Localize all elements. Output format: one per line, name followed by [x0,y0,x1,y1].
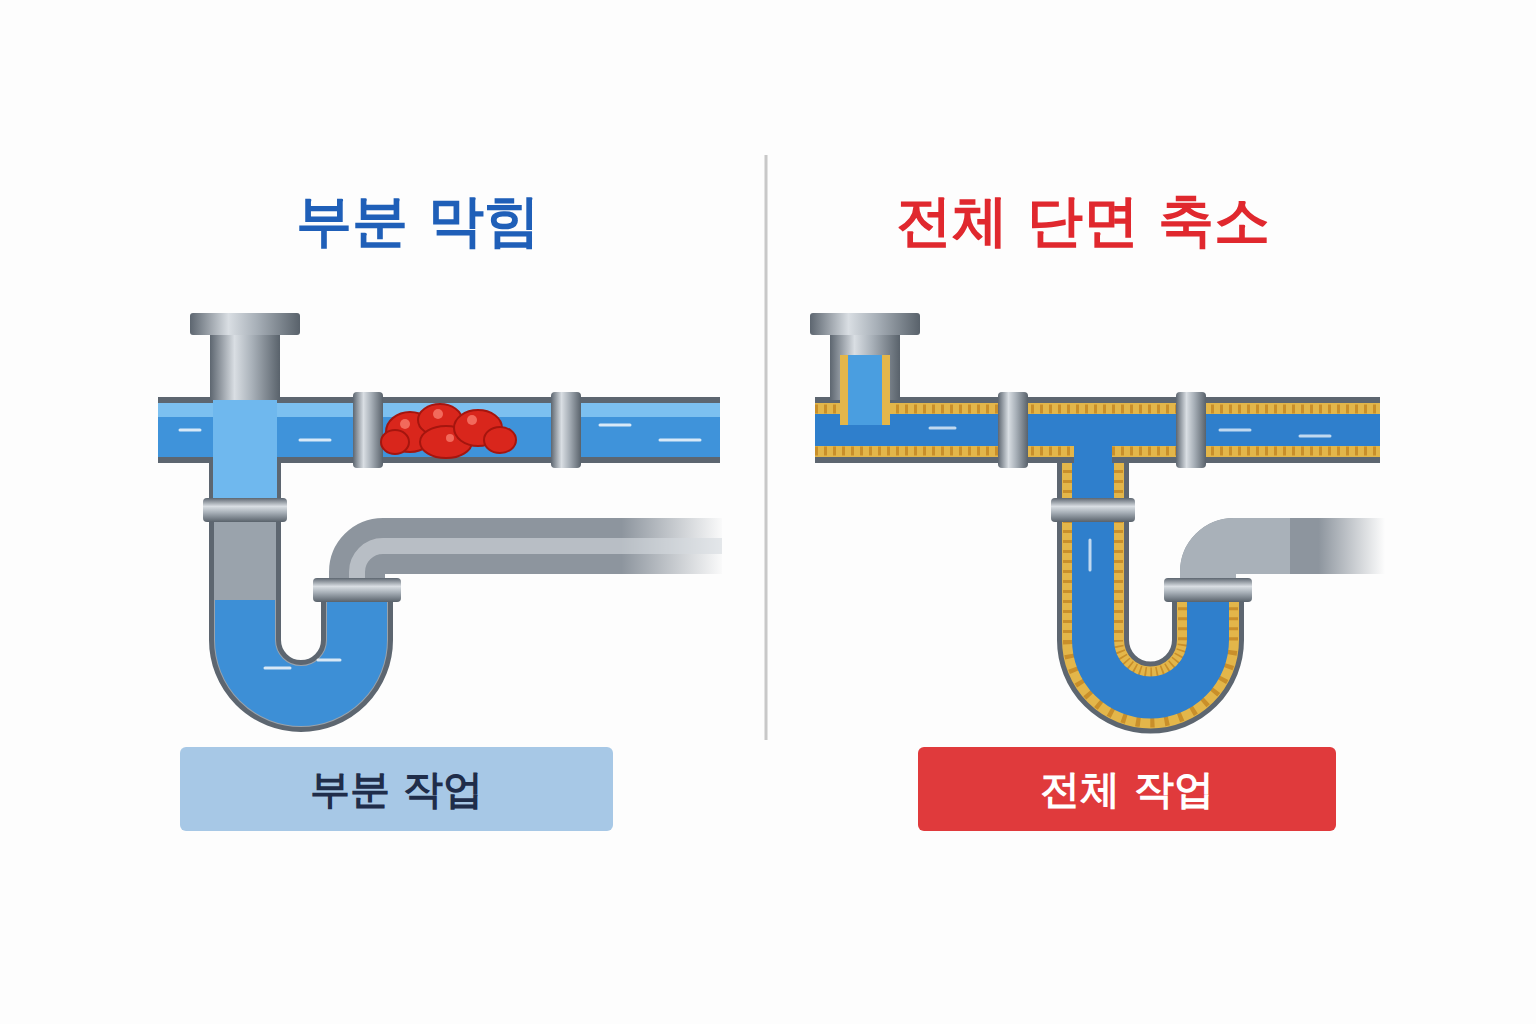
panel-heading: 부분 막힘 [296,184,540,260]
button-text: 전체 작업 [1040,762,1214,817]
divider [765,155,768,740]
work-button: 전체 작업 [918,747,1336,831]
left-pipes [158,313,722,696]
work-button: 부분 작업 [180,747,613,831]
button-text: 부분 작업 [310,762,484,817]
right-pipes [810,313,1385,697]
panel-heading: 전체 단면 축소 [896,184,1271,260]
